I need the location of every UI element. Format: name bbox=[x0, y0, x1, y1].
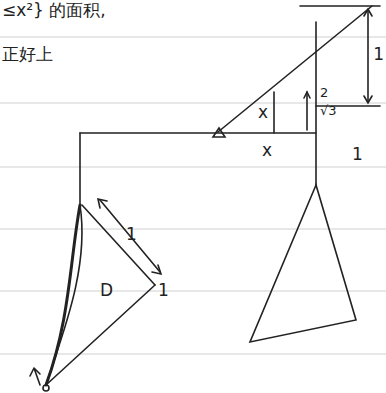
variable-label: x bbox=[262, 142, 272, 159]
dimension-label: 1 bbox=[158, 282, 169, 299]
dimension-label: 1 bbox=[352, 146, 363, 163]
fraction-denominator: √3 bbox=[320, 104, 337, 117]
dimension-label: 1 bbox=[126, 226, 137, 243]
dimension-label: 1 bbox=[373, 46, 384, 63]
note-text: 正好上 bbox=[2, 46, 53, 63]
fraction-numerator: 2 bbox=[320, 86, 328, 99]
variable-label: x bbox=[258, 104, 268, 121]
region-label: D bbox=[100, 282, 113, 299]
note-text: ≤x²} 的面积, bbox=[2, 2, 106, 19]
